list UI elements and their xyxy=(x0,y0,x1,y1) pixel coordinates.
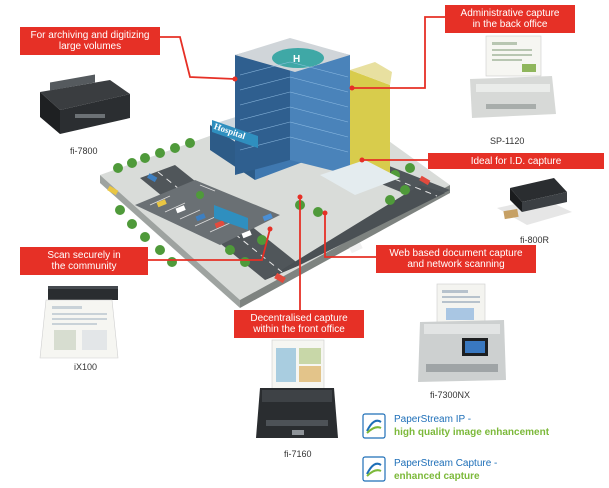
tower-side-block xyxy=(350,70,390,175)
callout-front: Decentralised capture within the front o… xyxy=(234,310,364,338)
callout-admin: Administrative capture in the back offic… xyxy=(445,5,575,33)
fi-7160-scanner-image xyxy=(256,339,338,438)
fi-7300nx-label: fi-7300NX xyxy=(430,390,471,400)
paperstream-capture-logo xyxy=(362,456,386,482)
callout-community: Scan securely in the community xyxy=(20,247,148,275)
paperstream-ip-logo xyxy=(362,413,386,439)
sp-1120-scanner-image xyxy=(470,35,556,118)
legend-capture-title: PaperStream Capture - xyxy=(394,458,498,469)
fi-800r-label: fi-800R xyxy=(520,235,550,245)
callout-web: Web based document capture and network s… xyxy=(376,245,536,273)
annex-sign xyxy=(214,205,248,230)
fi-7300nx-scanner-image xyxy=(418,283,506,382)
callout-archiving: For archiving and digitizing large volum… xyxy=(20,27,160,55)
connector-lines xyxy=(148,16,445,312)
fi-800r-scanner-image xyxy=(497,178,572,225)
parking-lot xyxy=(135,180,280,245)
ix100-label: iX100 xyxy=(74,362,98,372)
fi-7160-label: fi-7160 xyxy=(284,449,312,459)
callout-id: Ideal for I.D. capture xyxy=(428,153,604,169)
fi-7800-label: fi-7800 xyxy=(70,146,98,156)
svg-text:H: H xyxy=(293,54,300,65)
legend-capture-subtitle: enhanced capture xyxy=(394,471,480,482)
hospital-sign xyxy=(212,120,258,148)
road xyxy=(265,185,445,280)
entrance-canopy xyxy=(320,160,400,195)
legend-ip-subtitle: high quality image enhancement xyxy=(394,427,550,438)
ix100-scanner-image xyxy=(39,286,119,359)
legend-ip-title: PaperStream IP - xyxy=(394,414,472,425)
fi-7800-scanner-image xyxy=(40,74,130,134)
sp-1120-label: SP-1120 xyxy=(490,136,525,146)
